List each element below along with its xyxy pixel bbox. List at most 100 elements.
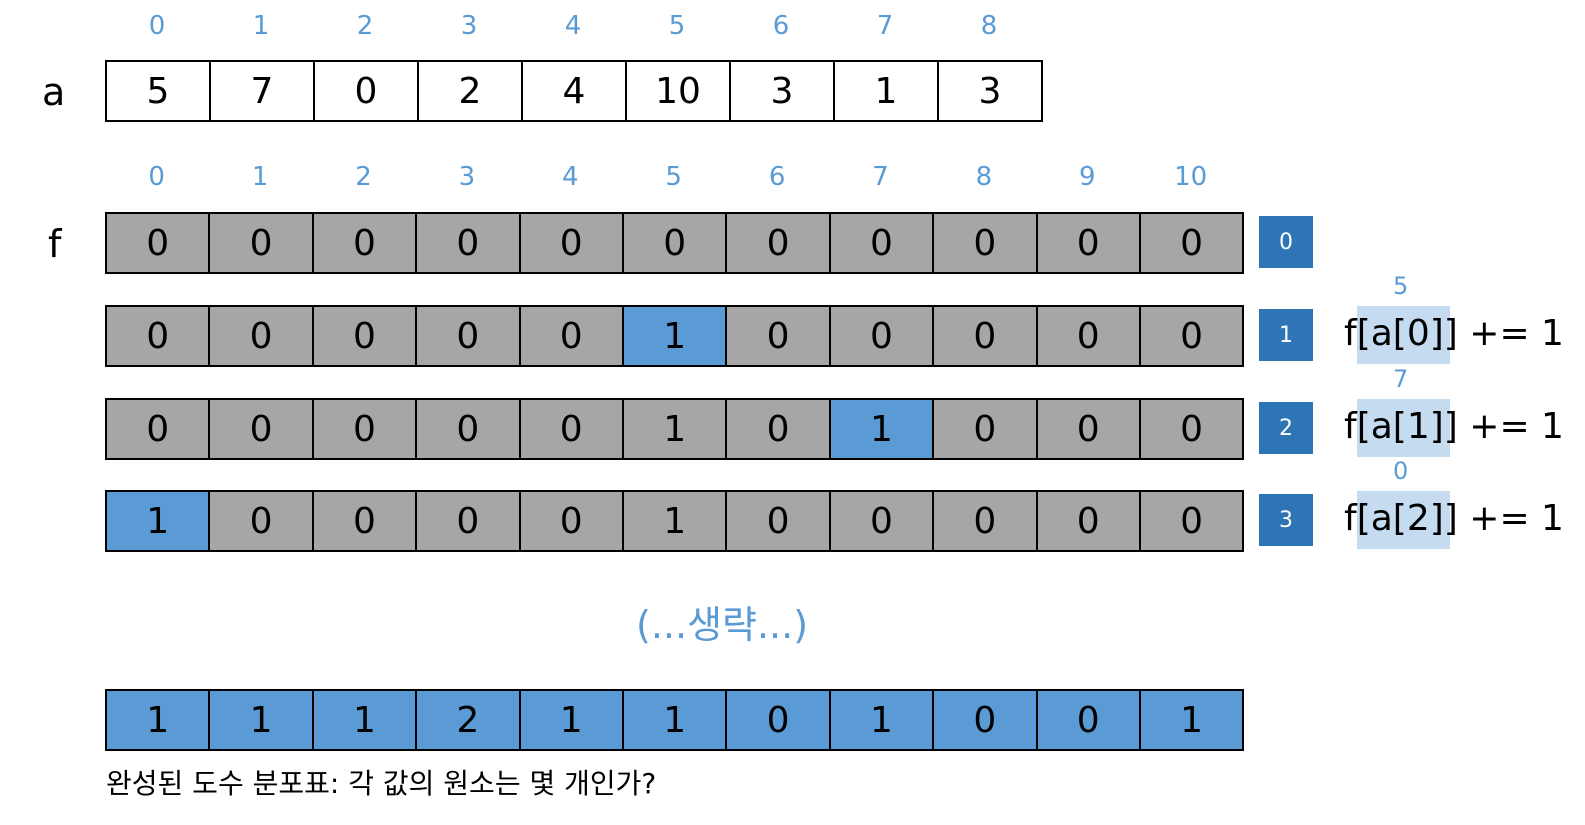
final-frequency-cell: 2 [417,691,521,749]
array-f-label: f [48,222,62,266]
frequency-cell: 0 [727,214,831,272]
frequency-cell: 0 [934,307,1038,365]
expr-index: [a[2]] [1356,498,1458,539]
array-a-cell: 4 [523,62,627,120]
step-badge: 0 [1259,216,1313,268]
array-a-cell: 2 [419,62,523,120]
expr-increment: += 1 [1457,498,1564,539]
expr-index: [a[0]] [1356,313,1458,354]
frequency-cell: 0 [1037,307,1141,365]
frequency-cell: 0 [107,214,211,272]
frequency-cell: 0 [1140,492,1245,550]
expr-index: [a[1]] [1356,406,1458,447]
frequency-cell: 0 [934,214,1038,272]
frequency-cell: 0 [520,492,624,550]
array-a-label: a [42,70,66,114]
frequency-cell: 0 [417,214,521,272]
frequency-cell: 0 [623,214,728,272]
frequency-cell: 0 [210,400,314,458]
frequency-cell: 1 [623,307,728,365]
step-badge: 2 [1259,402,1313,454]
frequency-cell: 0 [313,400,418,458]
final-frequency-cell: 1 [1140,691,1245,749]
omitted-text: (...생략...) [636,603,809,647]
expr-f: f [1344,406,1357,447]
array-a-index: 7 [876,11,894,41]
frequency-cell: 0 [107,307,211,365]
frequency-cell: 0 [520,400,624,458]
expr-increment: += 1 [1457,313,1564,354]
frequency-cell: 0 [313,492,418,550]
frequency-cell: 0 [1037,400,1141,458]
frequency-cell: 0 [1037,214,1141,272]
caption: 완성된 도수 분포표: 각 값의 원소는 몇 개인가? [106,767,657,800]
frequency-cell: 0 [934,492,1038,550]
frequency-cell: 0 [1037,492,1141,550]
frequency-cell: 0 [520,307,624,365]
frequency-cell: 0 [830,492,935,550]
final-frequency-cell: 0 [727,691,831,749]
frequency-cell: 0 [830,307,935,365]
index-expression-highlight [1357,399,1450,457]
array-a-index: 1 [252,11,270,41]
index-expression-highlight [1357,491,1450,549]
frequency-cell: 0 [1140,214,1245,272]
array-f-index: 5 [665,162,682,192]
array-f-index: 4 [562,162,579,192]
increment-expression: f[a[2]] += 1 [1344,498,1564,539]
frequency-cell: 0 [830,214,935,272]
frequency-cell: 0 [727,492,831,550]
increment-expression: f[a[1]] += 1 [1344,406,1564,447]
frequency-cell: 1 [107,492,211,550]
increment-expression: f[a[0]] += 1 [1344,313,1564,354]
frequency-cell: 0 [417,492,521,550]
final-frequency-cell: 1 [107,691,211,749]
array-a-index: 4 [564,11,582,41]
final-frequency-cell: 1 [210,691,314,749]
array-a-cell: 5 [107,62,211,120]
frequency-cell: 0 [210,492,314,550]
frequency-cell: 1 [623,492,728,550]
expr-f: f [1344,498,1357,539]
array-f-index: 6 [768,162,786,192]
evaluated-index-hint: 7 [1393,365,1409,393]
array-a-index: 0 [148,11,166,41]
array-f-index: 7 [872,162,889,192]
array-f-index: 0 [148,162,165,192]
final-frequency-cell: 0 [934,691,1038,749]
evaluated-index-hint: 0 [1393,457,1409,485]
frequency-cell: 0 [107,400,211,458]
array-a-cell: 0 [315,62,419,120]
frequency-cell: 0 [520,214,624,272]
evaluated-index-hint: 5 [1393,272,1409,300]
array-a-cell: 7 [211,62,315,120]
array-f-index: 2 [355,162,372,192]
array-a-cell: 3 [939,62,1043,120]
final-frequency-cell: 0 [1037,691,1141,749]
frequency-cell: 0 [1140,307,1245,365]
array-f-index: 9 [1079,162,1096,192]
array-a-cell: 3 [731,62,835,120]
array-a-cell: 1 [835,62,939,120]
frequency-cell: 0 [1140,400,1245,458]
array-a-cell: 10 [627,62,731,120]
array-f-index: 8 [975,162,993,192]
final-frequency-cell: 1 [830,691,935,749]
array-a-index: 3 [460,11,478,41]
frequency-cell: 0 [417,400,521,458]
frequency-cell: 0 [210,307,314,365]
frequency-cell: 0 [210,214,314,272]
array-f-index: 3 [458,162,476,192]
frequency-cell: 0 [313,214,418,272]
frequency-cell: 1 [623,400,728,458]
array-a-index: 8 [980,11,998,41]
frequency-cell: 0 [313,307,418,365]
array-a-index: 6 [772,11,790,41]
index-expression-highlight [1357,306,1450,364]
